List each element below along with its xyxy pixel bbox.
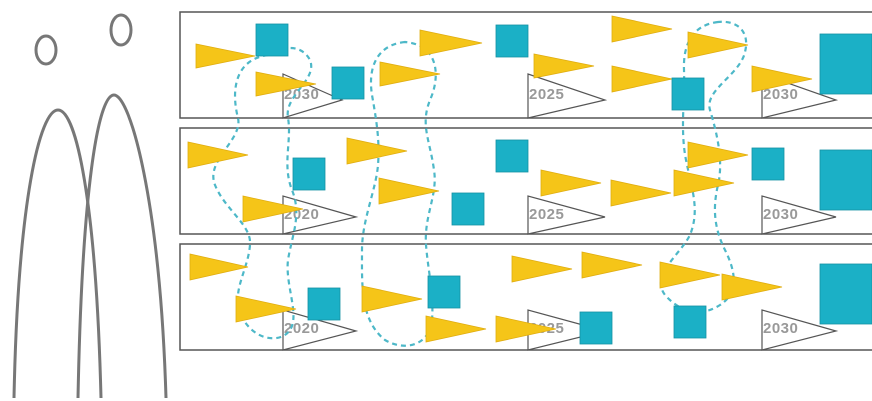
flag-marker-icon <box>761 195 837 235</box>
year-marker: 2030 <box>761 195 837 235</box>
yellow-triangle-icon <box>235 295 297 323</box>
teal-square-icon <box>819 149 872 211</box>
teal-square-icon <box>819 263 872 325</box>
flag-marker-icon <box>761 309 839 351</box>
teal-square-icon <box>671 77 705 111</box>
lanes <box>179 11 872 351</box>
teal-square-icon <box>307 287 341 321</box>
year-label: 2020 <box>284 320 319 337</box>
year-label: 2025 <box>529 86 564 103</box>
year-label: 2030 <box>763 206 798 223</box>
teal-square-icon <box>495 24 529 58</box>
yellow-triangle-icon <box>511 255 573 283</box>
dashed-path-right <box>659 20 748 314</box>
year-label: 2025 <box>529 206 564 223</box>
yellow-triangle-icon <box>361 285 423 313</box>
yellow-triangle-icon <box>346 137 408 165</box>
year-label: 2030 <box>763 320 798 337</box>
yellow-triangle-icon <box>673 169 735 197</box>
teal-square-icon <box>292 157 326 191</box>
teal-squares <box>255 23 872 345</box>
yellow-triangle-icon <box>687 141 749 169</box>
yellow-triangle-icon <box>610 179 672 207</box>
yellow-triangle-icon <box>581 251 643 279</box>
teal-square-icon <box>495 139 529 173</box>
yellow-triangles <box>187 15 813 343</box>
teal-square-icon <box>673 305 707 339</box>
person-left-head-icon <box>34 34 58 66</box>
yellow-triangle-icon <box>425 315 487 343</box>
year-marker: 2025 <box>527 73 608 119</box>
yellow-triangle-icon <box>255 71 317 97</box>
year-marker: 2025 <box>527 195 606 235</box>
teal-square-icon <box>427 275 461 309</box>
yellow-triangle-icon <box>242 195 304 223</box>
year-label: 2030 <box>763 86 798 103</box>
teal-square-icon <box>819 33 872 95</box>
flag-marker-icon <box>282 309 359 351</box>
flag-marker-icon <box>282 195 359 235</box>
teal-square-icon <box>331 66 365 100</box>
two-people-figures <box>12 13 168 399</box>
yellow-triangle-icon <box>533 53 595 79</box>
dashed-path-middle <box>360 40 437 347</box>
yellow-triangle-icon <box>540 169 602 197</box>
teal-square-icon <box>255 23 289 57</box>
yellow-triangle-icon <box>611 15 673 43</box>
year-label: 2030 <box>284 86 319 103</box>
flag-marker-icon <box>527 195 606 235</box>
year-marker: 2030 <box>761 309 839 351</box>
person-right-body <box>76 93 168 399</box>
person-right-head-icon <box>109 13 133 47</box>
yellow-triangle-icon <box>751 65 813 93</box>
yellow-triangle-icon <box>419 29 483 57</box>
yellow-triangle-icon <box>687 31 749 59</box>
yellow-triangle-icon <box>721 273 783 301</box>
person-left-body <box>12 108 103 399</box>
teal-square-icon <box>451 192 485 226</box>
yellow-triangle-icon <box>611 65 673 93</box>
flag-marker-icon <box>527 73 608 119</box>
teal-square-icon <box>751 147 785 181</box>
yellow-triangle-icon <box>379 61 441 87</box>
teal-square-icon <box>579 311 613 345</box>
yellow-triangle-icon <box>189 253 249 281</box>
yellow-triangle-icon <box>495 315 557 343</box>
yellow-triangle-icon <box>659 261 721 289</box>
yellow-triangle-icon <box>378 177 440 205</box>
yellow-triangle-icon <box>195 43 256 69</box>
yellow-triangle-icon <box>187 141 249 169</box>
